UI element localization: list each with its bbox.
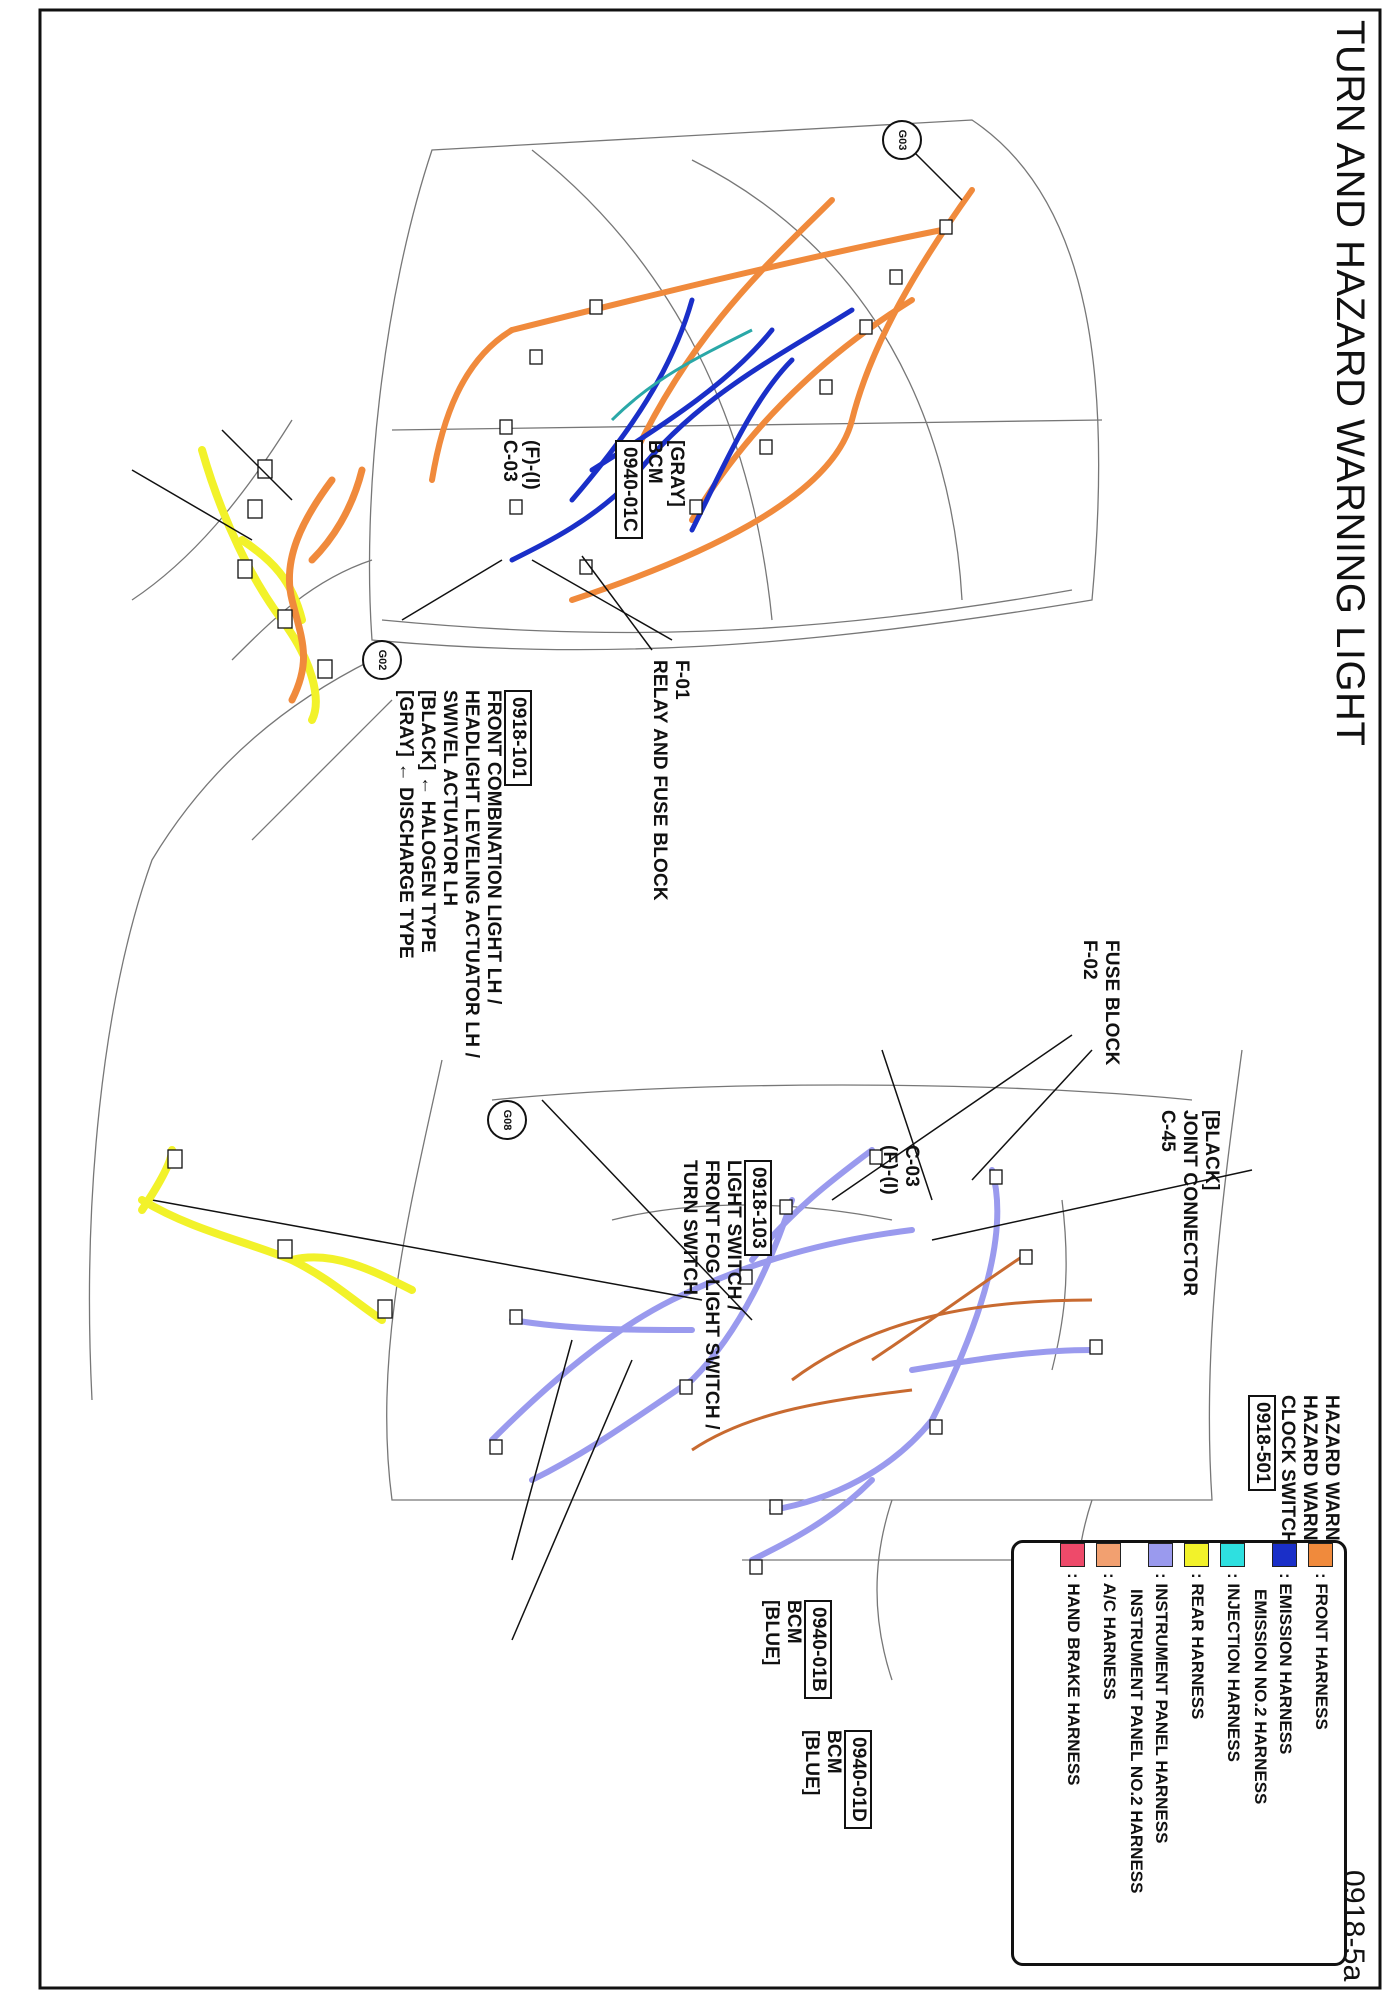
- c03-left-line-1: (F)-(I): [521, 440, 542, 490]
- c03-right-line-1: C-03: [901, 1145, 922, 1187]
- bcm-b-box: 0940-01B: [804, 1600, 832, 1700]
- callout-c03-left: (F)-(I) C-03: [498, 440, 542, 490]
- legend-swatch: [1060, 1543, 1086, 1567]
- legend-sub-emission2: EMISSION NO.2 HARNESS: [1251, 1589, 1270, 1805]
- engine-leaders: [401, 139, 963, 651]
- callout-c03-right: C-03 (F)-(I): [878, 1145, 922, 1195]
- fuse-block-code: F-02: [1079, 940, 1100, 980]
- page-title: TURN AND HAZARD WARNING LIGHT: [1328, 20, 1372, 747]
- bcm-c-line-2: BCM: [644, 440, 665, 484]
- front-combo-line-5: [GRAY] ← DISCHARGE TYPE: [395, 690, 416, 959]
- legend-label: : REAR HARNESS: [1188, 1573, 1207, 1720]
- legend-label: : INJECTION HARNESS: [1224, 1573, 1243, 1762]
- panel-leaders: [151, 1034, 1253, 1641]
- left-leaders: [131, 429, 293, 541]
- left-connectors: [167, 459, 393, 1319]
- harness-legend: : FRONT HARNESS : EMISSION HARNESS EMISS…: [1011, 1540, 1347, 1966]
- relay-fuse-code: F-01: [671, 660, 692, 700]
- legend-swatch: [1220, 1543, 1246, 1567]
- bcm-b-line-1: BCM: [783, 1600, 804, 1644]
- callout-front-combination: 0918-101 FRONT COMBINATION LIGHT LH / HE…: [394, 690, 532, 1058]
- callout-bcm-c: [GRAY] BCM 0940-01C: [615, 440, 687, 540]
- legend-label: : A/C HARNESS: [1100, 1573, 1119, 1700]
- joint-line-2: JOINT CONNECTOR: [1179, 1110, 1200, 1297]
- panel-connectors: [489, 1149, 1103, 1575]
- legend-sub-instrument2: INSTRUMENT PANEL NO.2 HARNESS: [1127, 1589, 1146, 1894]
- bcm-b-line-2: [BLUE]: [761, 1600, 782, 1666]
- legend-swatch: [1148, 1543, 1174, 1567]
- callout-joint-connector: [BLACK] JOINT CONNECTOR C-45: [1156, 1110, 1222, 1296]
- rear-harness-bottom: [138, 1146, 416, 1324]
- legend-item-injection: : INJECTION HARNESS: [1220, 1543, 1246, 1762]
- legend-label: : HAND BRAKE HARNESS: [1064, 1573, 1083, 1786]
- bcm-c-box: 0940-01C: [615, 440, 643, 540]
- legend-swatch: [1308, 1543, 1334, 1567]
- legend-swatch: [1096, 1543, 1122, 1567]
- legend-label: : FRONT HARNESS: [1312, 1573, 1331, 1730]
- legend-item-rear: : REAR HARNESS: [1184, 1543, 1210, 1720]
- legend-item-front: : FRONT HARNESS: [1308, 1543, 1334, 1730]
- ground-g03-icon: G03: [882, 120, 922, 160]
- legend-item-emission: : EMISSION HARNESS: [1272, 1543, 1298, 1755]
- legend-label: : EMISSION HARNESS: [1276, 1573, 1295, 1755]
- callout-bcm-d: 0940-01D BCM [BLUE]: [800, 1730, 872, 1830]
- relay-fuse-name: RELAY AND FUSE BLOCK: [649, 660, 670, 901]
- callout-relay-fuse-block: F-01 RELAY AND FUSE BLOCK: [648, 660, 692, 901]
- legend-swatch: [1184, 1543, 1210, 1567]
- injection-harness: [610, 328, 753, 422]
- bcm-c-line-1: [GRAY]: [666, 440, 687, 508]
- light-switch-line-1: LIGHT SWITCH /: [723, 1160, 744, 1311]
- page-border: [38, 8, 1382, 1990]
- front-combo-line-3: SWIVEL ACTUATOR LH: [439, 690, 460, 907]
- bcm-d-box: 0940-01D: [844, 1730, 872, 1830]
- bcm-d-line-2: [BLUE]: [801, 1730, 822, 1796]
- ac-harness: [691, 1248, 1093, 1452]
- front-combo-line-4: [BLACK] ← HALOGEN TYPE: [417, 690, 438, 954]
- fuse-block-name: FUSE BLOCK: [1101, 940, 1122, 1066]
- legend-swatch: [1272, 1543, 1298, 1567]
- front-combo-box: 0918-101: [504, 690, 532, 786]
- ground-g08-icon: G08: [487, 1100, 527, 1140]
- callout-light-switch: 0918-103 LIGHT SWITCH / FRONT FOG LIGHT …: [678, 1160, 772, 1430]
- light-switch-box: 0918-103: [744, 1160, 772, 1256]
- legend-item-instrument-panel: : INSTRUMENT PANEL HARNESS: [1148, 1543, 1174, 1844]
- legend-item-hand-brake: : HAND BRAKE HARNESS: [1060, 1543, 1086, 1786]
- light-switch-line-3: TURN SWITCH: [679, 1160, 700, 1296]
- callout-bcm-b: 0940-01B BCM [BLUE]: [760, 1600, 832, 1700]
- front-harness-left: [285, 466, 366, 704]
- c03-right-line-2: (F)-(I): [879, 1145, 900, 1195]
- bcm-d-line-1: BCM: [823, 1730, 844, 1774]
- callout-fuse-block: FUSE BLOCK F-02: [1078, 940, 1122, 1066]
- legend-label: : INSTRUMENT PANEL HARNESS: [1152, 1573, 1171, 1844]
- light-switch-line-2: FRONT FOG LIGHT SWITCH /: [701, 1160, 722, 1430]
- legend-item-ac: : A/C HARNESS: [1096, 1543, 1122, 1700]
- joint-line-3: C-45: [1157, 1110, 1178, 1152]
- c03-left-line-2: C-03: [499, 440, 520, 482]
- engine-connectors: [499, 219, 953, 575]
- joint-line-1: [BLACK]: [1201, 1110, 1222, 1191]
- front-combo-line-1: FRONT COMBINATION LIGHT LH /: [483, 690, 504, 1005]
- front-combo-line-2: HEADLIGHT LEVELING ACTUATOR LH /: [461, 690, 482, 1059]
- hazard-box: 0918-501: [1248, 1395, 1276, 1491]
- ground-g02-icon: G02: [362, 640, 402, 680]
